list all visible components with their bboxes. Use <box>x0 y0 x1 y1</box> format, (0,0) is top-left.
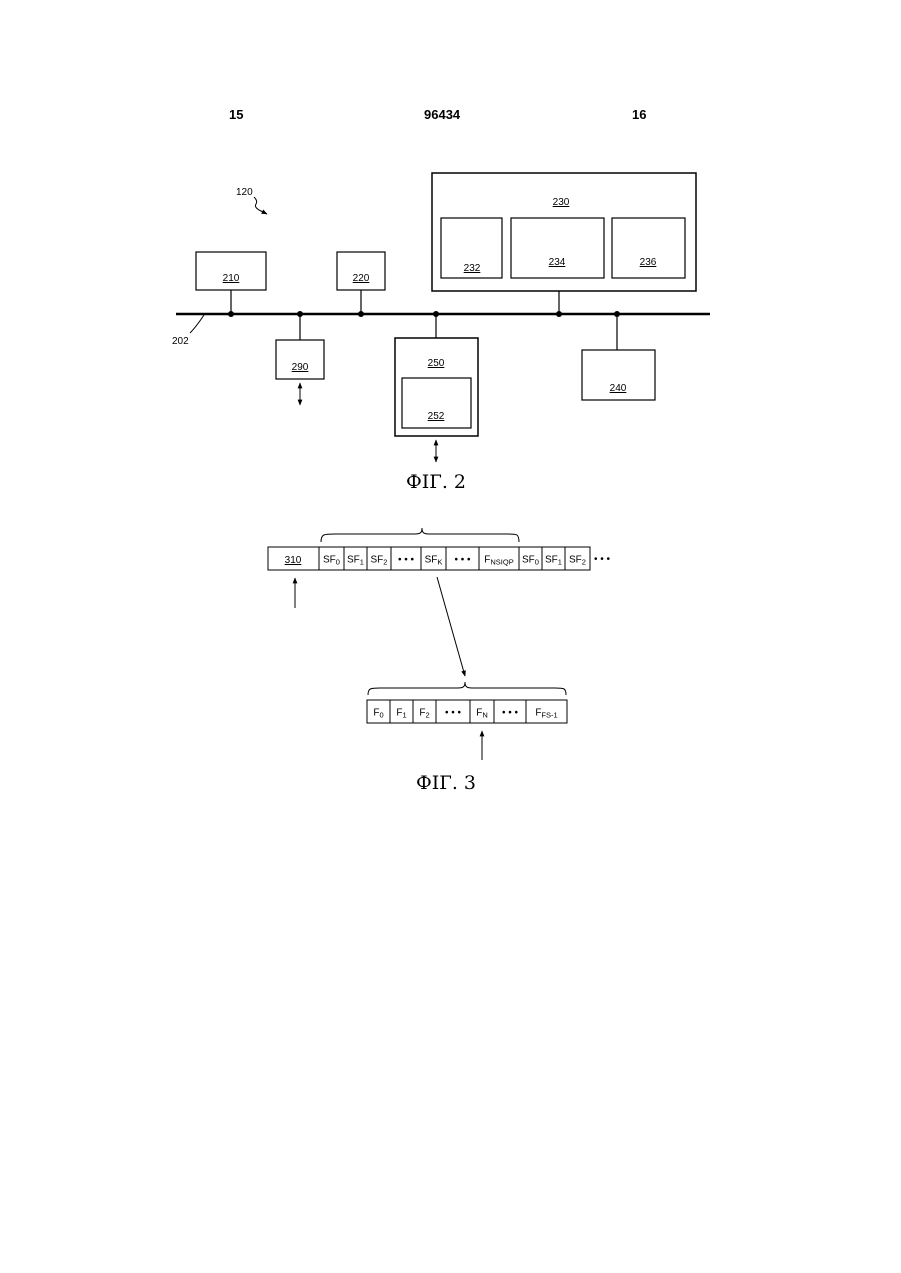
block-236-label: 236 <box>640 257 657 268</box>
ref-arrow-120 <box>254 197 267 214</box>
superframe-brace <box>321 528 519 542</box>
zoom-arrow <box>437 577 465 676</box>
junction-290 <box>297 311 303 317</box>
top-row-trailing-ellipsis: • • • <box>594 554 611 565</box>
block-232-label: 232 <box>464 263 481 274</box>
junction-250 <box>433 311 439 317</box>
junction-230 <box>556 311 562 317</box>
cell-310-label: 310 <box>285 555 302 566</box>
superframe-cell-base: SF <box>569 555 582 566</box>
frame-cell-subscript: 2 <box>425 711 429 720</box>
superframe-cell-subscript: 2 <box>582 558 586 567</box>
frame-ellipsis: • • • <box>445 708 462 719</box>
frame-brace <box>368 682 566 695</box>
superframe-cell-subscript: 2 <box>383 558 387 567</box>
fig3-diagram: 310 SF0SF1SF2• • •SFK• • •FNSIQPSF0SF1SF… <box>268 528 611 794</box>
ref-label-120: 120 <box>236 187 253 198</box>
junction-210 <box>228 311 234 317</box>
block-234 <box>511 218 604 278</box>
junction-220 <box>358 311 364 317</box>
superframe-cell-subscript: 0 <box>336 558 340 567</box>
block-290 <box>276 340 324 379</box>
superframe-cell-subscript: 1 <box>360 558 364 567</box>
block-290-label: 290 <box>292 362 309 373</box>
superframe-cell-base: SF <box>425 555 438 566</box>
superframe-cell-subscript: 0 <box>535 558 539 567</box>
block-234-label: 234 <box>549 257 566 268</box>
block-220 <box>337 252 385 290</box>
ref-label-202: 202 <box>172 336 189 347</box>
junction-240 <box>614 311 620 317</box>
superframe-cell-subscript: 1 <box>558 558 562 567</box>
superframe-cell-subscript: NSIQP <box>490 558 513 567</box>
superframe-cell-base: SF <box>522 555 535 566</box>
fig3-caption: ФІГ. 3 <box>416 772 476 794</box>
frame-cell-subscript: FS-1 <box>541 711 557 720</box>
block-230-label: 230 <box>553 197 570 208</box>
superframe-cell-base: SF <box>347 555 360 566</box>
superframe-cell-base: SF <box>323 555 336 566</box>
superframe-ellipsis: • • • <box>398 555 415 566</box>
block-240-label: 240 <box>610 383 627 394</box>
block-210 <box>196 252 266 290</box>
block-236 <box>612 218 685 278</box>
superframe-row: SF0SF1SF2• • •SFK• • •FNSIQPSF0SF1SF2 <box>319 547 590 570</box>
block-210-label: 210 <box>223 273 240 284</box>
block-250-label: 250 <box>428 358 445 369</box>
frame-cell-subscript: 1 <box>402 711 406 720</box>
fig2-diagram: 120 202 210 220 290 250 252 230 <box>172 173 710 493</box>
frame-cell-subscript: N <box>482 711 487 720</box>
bus-ref-leader <box>190 315 204 333</box>
superframe-cell-base: SF <box>545 555 558 566</box>
fig2-caption: ФІГ. 2 <box>406 471 466 493</box>
superframe-ellipsis: • • • <box>454 555 471 566</box>
frame-row: F0F1F2• • •FN• • •FFS-1 <box>367 700 567 723</box>
block-252-label: 252 <box>428 411 445 422</box>
block-220-label: 220 <box>353 273 370 284</box>
superframe-cell-base: SF <box>371 555 384 566</box>
frame-ellipsis: • • • <box>502 708 519 719</box>
frame-cell-subscript: 0 <box>379 711 383 720</box>
superframe-cell-subscript: K <box>437 558 442 567</box>
